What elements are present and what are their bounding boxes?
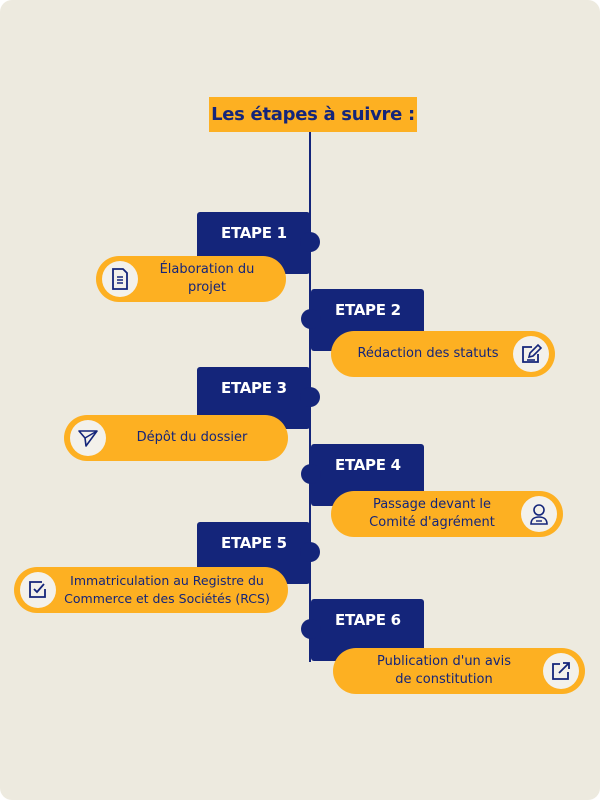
- step-3-card: Dépôt du dossier: [64, 415, 288, 461]
- user-icon: [521, 496, 557, 532]
- step-5-label: ETAPE 5: [221, 534, 287, 552]
- step-2-connector: [301, 309, 321, 329]
- step-1-text: Élaboration du projet: [159, 262, 255, 295]
- step-1-card: Élaboration du projet: [96, 256, 286, 302]
- step-3-connector: [300, 387, 320, 407]
- step-2-text: Rédaction des statuts: [357, 346, 499, 361]
- step-3-text: Dépôt du dossier: [136, 430, 248, 445]
- step-6-card: Publication d'un avis de constitution: [333, 648, 585, 694]
- step-4-connector: [301, 464, 321, 484]
- step-2-label: ETAPE 2: [335, 301, 401, 319]
- step-4-card: Passage devant le Comité d'agrément: [331, 491, 563, 537]
- step-5-card: Immatriculation au Registre du Commerce …: [14, 567, 288, 613]
- step-2-card: Rédaction des statuts: [331, 331, 555, 377]
- title-text: Les étapes à suivre :: [211, 104, 415, 125]
- send-icon: [70, 420, 106, 456]
- page-title: Les étapes à suivre :: [209, 97, 417, 132]
- step-3-label: ETAPE 3: [221, 379, 287, 397]
- step-1-label: ETAPE 1: [221, 224, 287, 242]
- step-1-connector: [300, 232, 320, 252]
- step-4-label: ETAPE 4: [335, 456, 401, 474]
- step-5-text: Immatriculation au Registre du Commerce …: [64, 573, 270, 606]
- step-6-connector: [301, 619, 321, 639]
- step-6-text: Publication d'un avis de constitution: [377, 654, 511, 687]
- document-icon: [102, 261, 138, 297]
- checkbox-icon: [20, 572, 56, 608]
- step-4-text: Passage devant le Comité d'agrément: [369, 497, 495, 530]
- step-6-label: ETAPE 6: [335, 611, 401, 629]
- external-link-icon: [543, 653, 579, 689]
- edit-icon: [513, 336, 549, 372]
- step-5-connector: [300, 542, 320, 562]
